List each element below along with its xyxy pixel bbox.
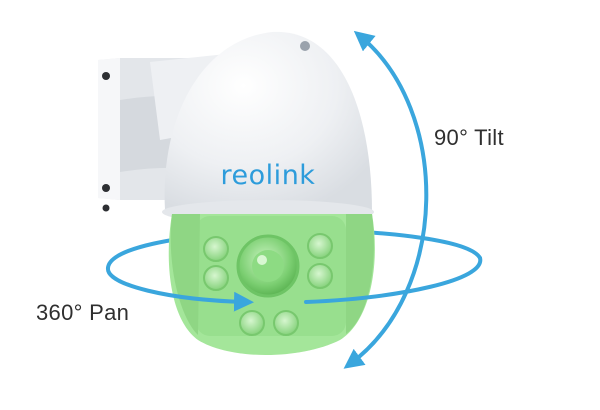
tilt-label: 90° Tilt — [434, 125, 504, 150]
pan-label: 360° Pan — [36, 300, 130, 325]
tilt-arrow — [343, 30, 429, 369]
pan-arrow-front-left — [106, 266, 254, 312]
main-lens — [236, 234, 300, 298]
pan-arrow-front-right — [304, 256, 483, 304]
ir-leds — [203, 233, 333, 336]
brand-logo: reolink — [221, 160, 316, 191]
